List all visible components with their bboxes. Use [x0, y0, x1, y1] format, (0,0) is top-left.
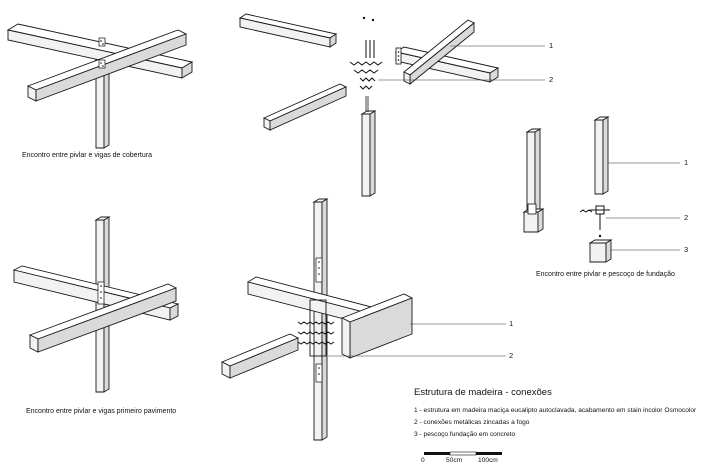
- roof-exploded-beam-a: [238, 13, 338, 48]
- foundation-exploded-drawing: [579, 116, 680, 263]
- callout-roof-1: 1: [549, 41, 554, 50]
- floor-exploded-hardware: [297, 257, 335, 383]
- caption-first-floor: Encontro entre pivlar e vigas primeiro p…: [26, 408, 177, 415]
- legend-title: Estrutura de madeira - conexões: [414, 387, 552, 398]
- floor-exploded-drawing: [220, 198, 506, 441]
- callout-roof-2: 2: [549, 75, 554, 84]
- floor-exploded-beam-b: [340, 293, 414, 359]
- legend-item-1: 1 - estrutura em madeira maciça eucalipt…: [414, 407, 697, 414]
- floor-assembled-drawing: [12, 216, 180, 393]
- roof-exploded-drawing: [238, 13, 545, 197]
- foundation-assembled-drawing: [522, 128, 545, 233]
- callout-foundation-2: 2: [684, 213, 689, 222]
- floor-beam-cross: [28, 283, 178, 353]
- scale-label-50: 50cm: [446, 457, 463, 464]
- callout-floor-1: 1: [509, 319, 514, 328]
- legend-item-2: 2 - conexões metálicas zincadas a fogo: [414, 419, 530, 426]
- roof-exploded-column: [360, 96, 377, 197]
- roof-beam-cross: [26, 29, 188, 102]
- roof-exploded-hardware: [349, 16, 402, 90]
- scale-label-100: 100cm: [478, 457, 498, 464]
- scale-label-0: 0: [421, 457, 425, 464]
- roof-plates: [98, 37, 106, 69]
- callout-foundation-1: 1: [684, 158, 689, 167]
- roof-assembled-drawing: [6, 23, 194, 149]
- floor-exploded-beam-c: [220, 333, 300, 379]
- caption-roof: Encontro entre pivlar e vigas de cobertu…: [22, 152, 152, 159]
- legend-item-3: 3 - pescoço fundação em concreto: [414, 431, 516, 438]
- caption-foundation: Encontro entre pivlar e pescoço de funda…: [536, 271, 675, 278]
- callout-floor-2: 2: [509, 351, 514, 360]
- callout-foundation-3: 3: [684, 245, 689, 254]
- scale-bar: [424, 451, 502, 456]
- roof-exploded-beam-d: [262, 83, 348, 131]
- roof-exploded-beam-c: [403, 19, 475, 85]
